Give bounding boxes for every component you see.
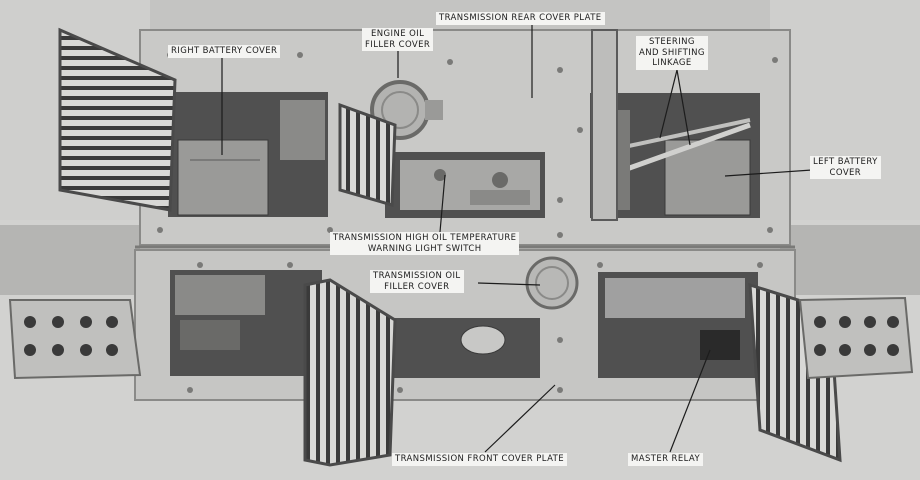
label-transmission-rear-cover-plate: TRANSMISSION REAR COVER PLATE bbox=[436, 12, 605, 25]
left-track-area bbox=[0, 225, 140, 295]
leader-lines bbox=[221, 25, 813, 453]
right-battery bbox=[177, 139, 269, 216]
right-track-area bbox=[780, 225, 920, 295]
engine-oil-grille-door bbox=[338, 102, 397, 207]
transmission-oil-filler-cap bbox=[525, 256, 579, 310]
master-relay bbox=[700, 330, 740, 360]
front-gear-housing bbox=[460, 325, 506, 355]
left-track-guard bbox=[8, 299, 142, 380]
left-battery-side-door bbox=[591, 29, 618, 221]
right-fender bbox=[770, 0, 920, 220]
label-steering-and-shifting-linkage: STEERING AND SHIFTING LINKAGE bbox=[636, 36, 708, 70]
label-transmission-oil-filler-cover: TRANSMISSION OIL FILLER COVER bbox=[370, 270, 464, 293]
right-battery-grille-door bbox=[58, 27, 177, 212]
label-transmission-front-cover-plate: TRANSMISSION FRONT COVER PLATE bbox=[392, 453, 567, 466]
label-master-relay: MASTER RELAY bbox=[628, 453, 704, 466]
front-left-grille-door bbox=[303, 278, 397, 467]
label-right-battery-cover: RIGHT BATTERY COVER bbox=[168, 45, 281, 58]
label-left-battery-cover: LEFT BATTERY COVER bbox=[810, 156, 881, 179]
steering-linkage-rod bbox=[609, 122, 751, 178]
right-track-guard bbox=[798, 296, 914, 380]
label-oil-temperature-warning-switch: TRANSMISSION HIGH OIL TEMPERATURE WARNIN… bbox=[330, 232, 520, 255]
label-engine-oil-filler-cover: ENGINE OIL FILLER COVER bbox=[362, 28, 434, 51]
